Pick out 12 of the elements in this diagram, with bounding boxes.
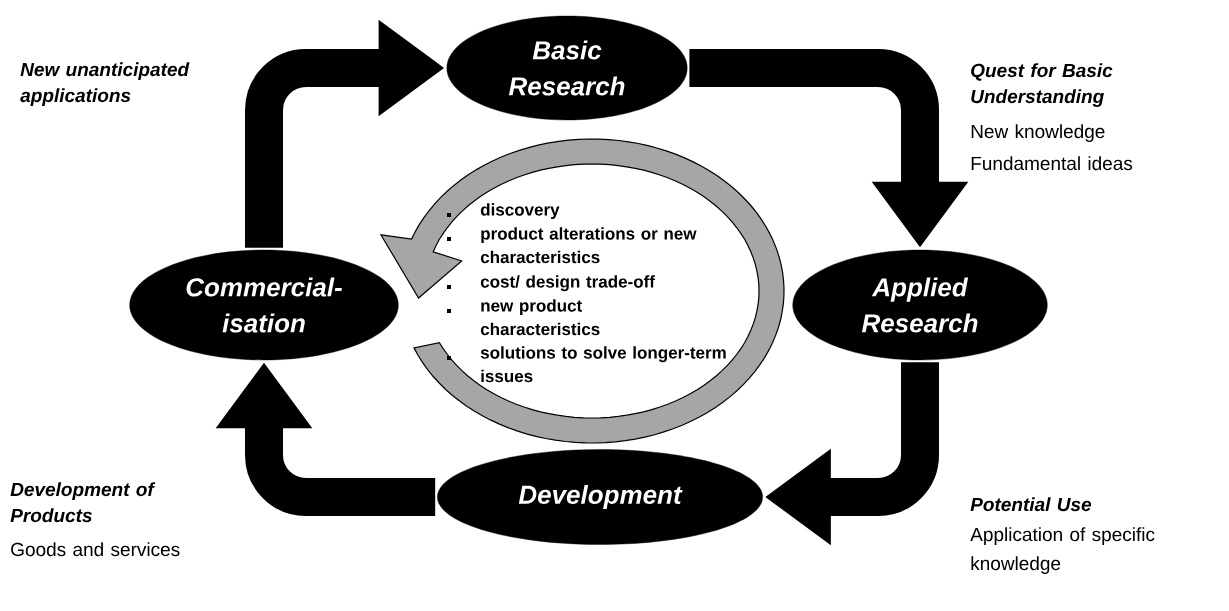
side-note: New knowledge (971, 124, 1105, 142)
side-note: Fundamental ideas (971, 156, 1133, 171)
bullet-item: discovery (480, 203, 560, 220)
side-note: Goods and services (11, 542, 180, 557)
side-heading: Potential Use (970, 497, 1092, 512)
bullet-item: solutions to solve longer-term issues (480, 346, 726, 383)
side-note: New unanticipated applications (20, 62, 190, 106)
side-heading: Quest for Basic Understanding (971, 63, 1113, 107)
side-note: Application of specific knowledge (970, 527, 1155, 574)
bullet-item: cost/ design trade-off (480, 275, 655, 292)
circular-arrow (379, 138, 785, 444)
side-heading: Development of Products (10, 482, 156, 523)
